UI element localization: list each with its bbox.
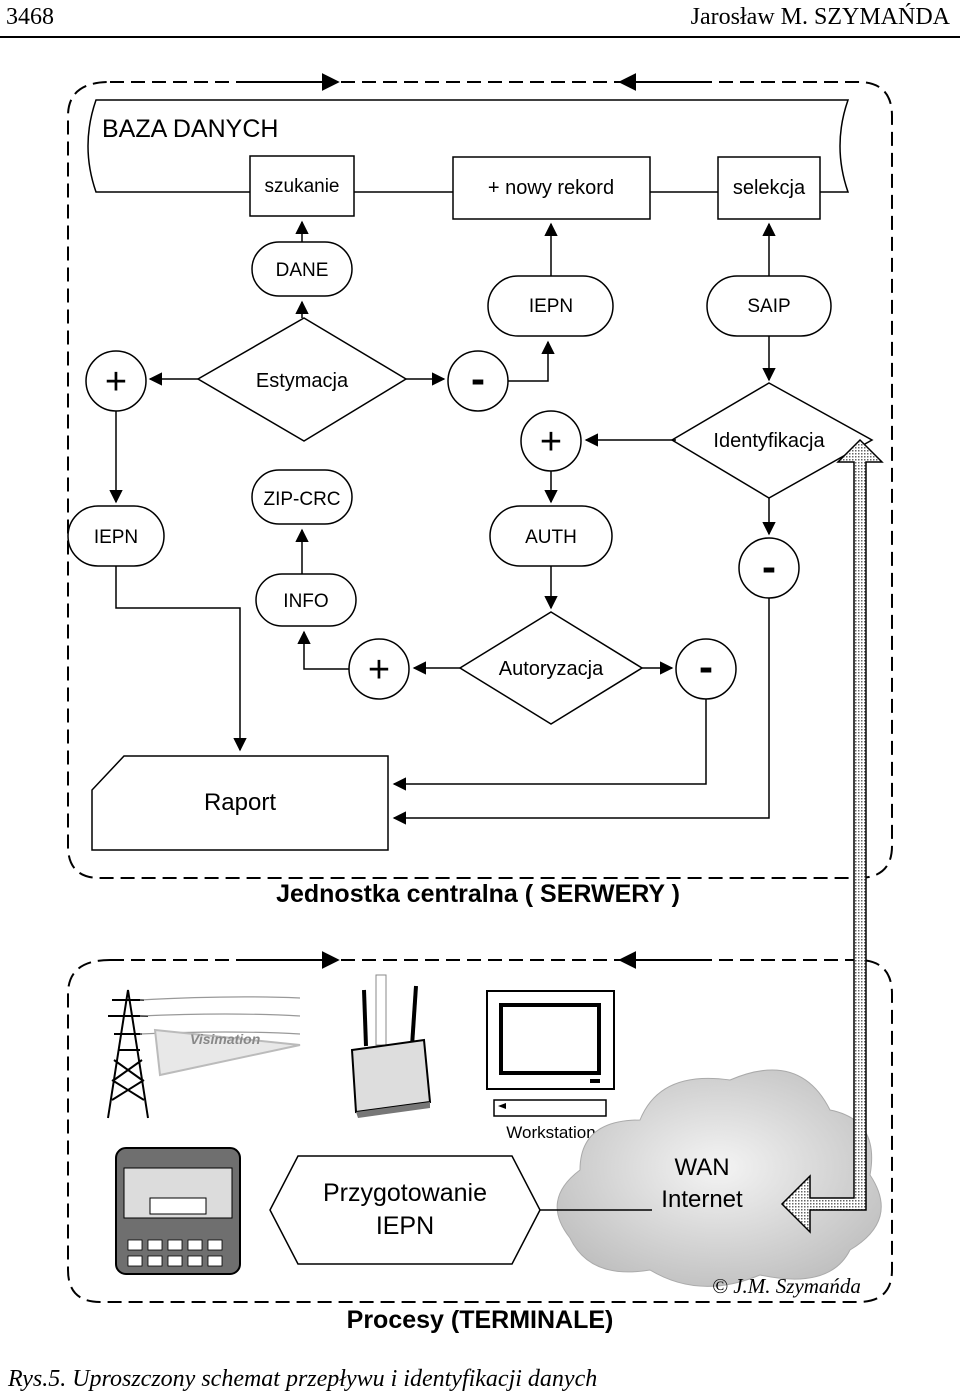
przygotowanie-hexagon — [269, 1155, 541, 1265]
page-number: 3468 — [6, 4, 54, 30]
database-title: BAZA DANYCH — [102, 115, 278, 143]
db-new-record-label: + nowy rekord — [488, 177, 614, 199]
workstation-label: Workstation — [506, 1123, 595, 1142]
sign-minus-estymacja: - — [447, 350, 509, 412]
node-info: INFO — [255, 573, 357, 627]
sign-plus-identyfikacja: + — [520, 410, 582, 472]
diagram-text: + — [105, 361, 127, 403]
wan-label: WAN — [674, 1154, 729, 1181]
sign-plus-autoryzacja: + — [348, 638, 410, 700]
db-new-record-box: + nowy rekord — [452, 156, 651, 220]
decision-autoryzacja-label: Autoryzacja — [499, 658, 604, 680]
internet-label: Internet — [661, 1186, 743, 1213]
decision-estymacja-label: Estymacja — [256, 370, 349, 392]
power-pylon-icon — [107, 989, 301, 1119]
terminals-region — [67, 951, 893, 1303]
diagram-text: + — [368, 649, 390, 691]
db-selection-label: selekcja — [733, 177, 806, 199]
figure-caption: Rys.5. Uproszczony schemat przepływu i i… — [8, 1366, 598, 1392]
node-auth-label: AUTH — [525, 527, 577, 548]
sign-plus-estymacja: + — [85, 350, 147, 412]
node-iepn-left-label: IEPN — [94, 527, 138, 548]
node-iepn-left: IEPN — [67, 505, 165, 567]
przygotowanie-iepn-label: IEPN — [376, 1212, 434, 1240]
node-dane: DANE — [251, 241, 353, 297]
author-header: Jarosław M. SZYMAŃDA — [690, 4, 950, 30]
decision-estymacja: Estymacja — [196, 317, 408, 442]
node-auth: AUTH — [489, 505, 613, 567]
server-region-label: Jednostka centralna ( SERWERY ) — [276, 880, 680, 908]
node-info-label: INFO — [283, 591, 328, 612]
node-dane-label: DANE — [276, 260, 329, 281]
node-zip-crc-label: ZIP-CRC — [263, 489, 340, 510]
node-saip: SAIP — [706, 275, 832, 337]
diagram-text: - — [471, 355, 485, 402]
db-search-box: szukanie — [249, 155, 355, 217]
terminals-region-label: Procesy (TERMINALE) — [347, 1306, 614, 1334]
node-zip-crc: ZIP-CRC — [251, 469, 353, 525]
db-selection-box: selekcja — [717, 156, 821, 220]
diagram-text: + — [540, 421, 562, 463]
node-saip-label: SAIP — [747, 296, 790, 317]
decision-autoryzacja: Autoryzacja — [458, 611, 644, 725]
meter-device-icon — [115, 1147, 241, 1275]
wan-to-server-arrow — [780, 438, 884, 1234]
server-connectors — [109, 220, 776, 825]
decision-identyfikacja: Identyfikacja — [670, 382, 874, 499]
diagram-text: - — [762, 543, 776, 590]
copyright-note: © J.M. Szymańda — [712, 1274, 861, 1298]
pylon-logo-text: Visimation — [190, 1031, 260, 1047]
server-region — [67, 73, 893, 879]
diagram-text: - — [699, 643, 713, 690]
node-iepn-top: IEPN — [487, 275, 614, 337]
sign-minus-identyfikacja: - — [738, 537, 800, 599]
raport-label: Raport — [204, 789, 276, 816]
workstation-icon — [486, 990, 615, 1117]
decision-identyfikacja-label: Identyfikacja — [713, 430, 825, 452]
raport-box: Raport — [91, 755, 389, 851]
header-rule — [0, 36, 960, 38]
db-search-label: szukanie — [265, 176, 340, 197]
sign-minus-autoryzacja: - — [675, 638, 737, 700]
przygotowanie-label: Przygotowanie — [323, 1179, 487, 1207]
router-icon — [350, 974, 432, 1118]
node-iepn-top-label: IEPN — [529, 296, 573, 317]
